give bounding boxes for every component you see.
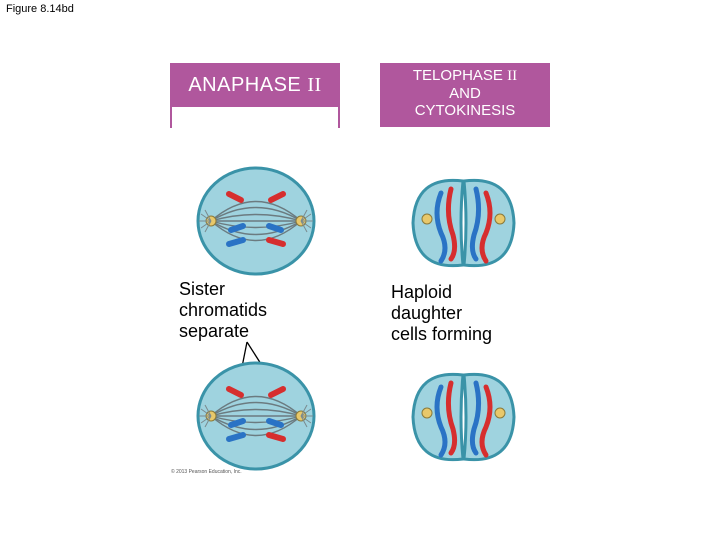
anaphase-caption-line: Sister (179, 279, 267, 300)
figure-label: Figure 8.14bd (6, 3, 74, 15)
telophase-caption-line: daughter (391, 303, 492, 324)
anaphase-header-strip (170, 107, 340, 128)
copyright-notice: © 2013 Pearson Education, Inc. (171, 469, 242, 475)
telophase-caption-line: cells forming (391, 324, 492, 345)
anaphase-cell-illustration (193, 162, 319, 280)
telophase-title: TELOPHASE (413, 67, 503, 84)
anaphase-caption: Sister chromatids separate (179, 279, 267, 342)
anaphase-header: ANAPHASE II (170, 63, 340, 107)
telophase-caption-line: Haploid (391, 282, 492, 303)
anaphase-cell-illustration-detail (193, 357, 319, 475)
telophase-title-cytokinesis: CYTOKINESIS (380, 102, 550, 119)
telophase-title-roman: II (507, 68, 517, 84)
anaphase-title: ANAPHASE (188, 74, 301, 96)
telophase-header: TELOPHASE II AND CYTOKINESIS (380, 63, 550, 127)
anaphase-title-roman: II (307, 74, 321, 96)
telophase-cell-illustration (407, 173, 520, 273)
telophase-caption: Haploid daughter cells forming (391, 282, 492, 345)
telophase-title-and: AND (380, 85, 550, 102)
anaphase-caption-line: chromatids (179, 300, 267, 321)
telophase-cell-illustration-detail (407, 367, 520, 467)
